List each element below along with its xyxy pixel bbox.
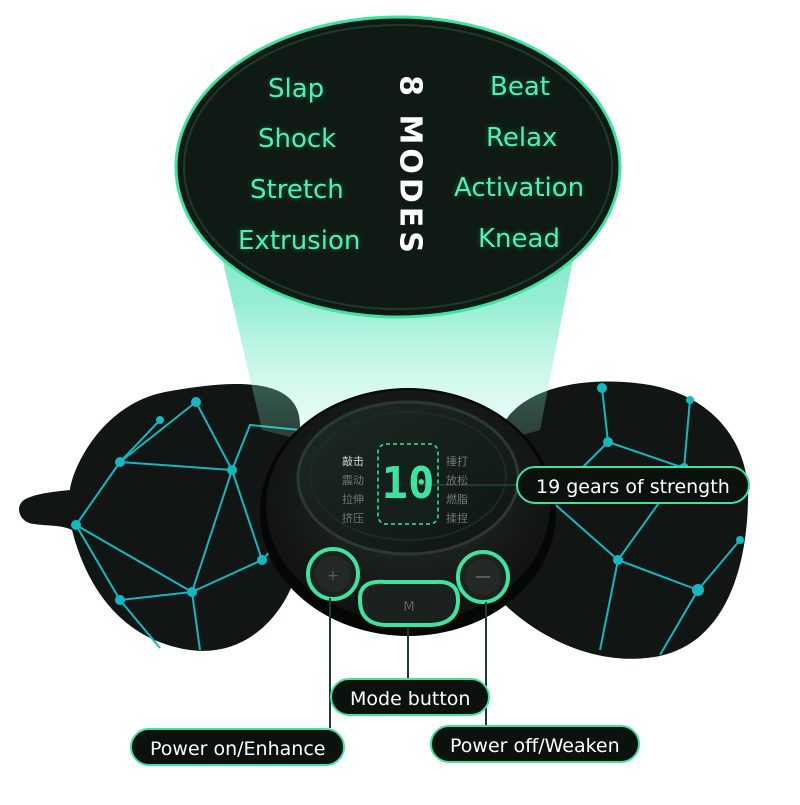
strength-callout: 19 gears of strength bbox=[516, 466, 750, 504]
display-label: 揉捏 bbox=[446, 512, 468, 525]
mode-relax: Relax bbox=[486, 123, 558, 153]
svg-text:M: M bbox=[403, 600, 414, 615]
display-label: 拉伸 bbox=[342, 493, 364, 506]
power-on-callout: Power on/Enhance bbox=[130, 728, 346, 766]
left-electrode-pad bbox=[19, 383, 301, 651]
display-label: 震动 bbox=[342, 474, 364, 487]
mode-button[interactable]: M bbox=[358, 579, 461, 628]
mode-shock: Shock bbox=[258, 124, 337, 154]
digit-panel bbox=[377, 443, 439, 525]
mode-knead: Knead bbox=[478, 224, 560, 254]
display-label: 燃脂 bbox=[446, 493, 468, 506]
mode-slap: Slap bbox=[268, 74, 325, 104]
display-label: 敲击 bbox=[342, 455, 364, 468]
mode-activation: Activation bbox=[454, 173, 585, 203]
power-on-button[interactable]: + bbox=[306, 547, 360, 601]
mode-stretch: Stretch bbox=[250, 175, 344, 205]
mode-button-callout: Mode button bbox=[330, 678, 491, 716]
power-off-button[interactable] bbox=[456, 550, 510, 604]
mode-extrusion: Extrusion bbox=[238, 226, 361, 256]
modes-bubble bbox=[174, 15, 622, 319]
display-label: 挤压 bbox=[342, 512, 364, 525]
svg-text:+: + bbox=[327, 568, 339, 584]
display-label: 捶打 bbox=[446, 455, 468, 468]
modes-title: 8 MODES bbox=[392, 75, 428, 257]
power-off-callout: Power off/Weaken bbox=[430, 725, 640, 763]
display-label: 放松 bbox=[446, 474, 468, 487]
mode-beat: Beat bbox=[490, 72, 550, 102]
strength-readout: 10 bbox=[381, 458, 435, 509]
